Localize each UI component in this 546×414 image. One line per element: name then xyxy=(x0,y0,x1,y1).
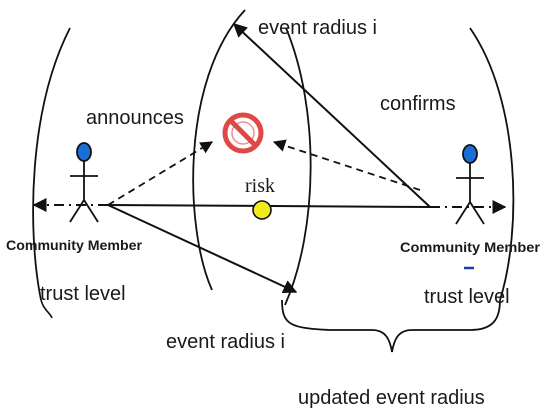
risk-label: risk xyxy=(245,175,275,197)
trust-level-right-label: trust level xyxy=(424,286,510,308)
prohibited-sign-icon xyxy=(222,112,264,154)
announces-label: announces xyxy=(86,107,184,129)
trust-level-left-label: trust level xyxy=(40,283,126,305)
right-trust-boundary xyxy=(469,27,515,301)
updated-radius-brace xyxy=(281,299,501,353)
announces-arrow xyxy=(107,141,214,206)
member-right-label: Community Member xyxy=(400,239,541,255)
confirm-line-to-top xyxy=(232,23,431,208)
event-radius-bottom-label: event radius i xyxy=(166,331,285,353)
confirms-arrow xyxy=(272,139,421,191)
risk-point-icon xyxy=(252,200,272,220)
event-radius-arc-right xyxy=(284,27,312,306)
left-trust-boundary-lower xyxy=(39,294,53,319)
member-left-label: Community Member xyxy=(6,237,143,253)
left-trust-boundary xyxy=(32,27,71,296)
right-stick-figure-icon xyxy=(455,144,485,225)
left-stick-figure-icon xyxy=(69,142,99,223)
confirms-label: confirms xyxy=(380,93,456,115)
event-radius-top-label: event radius i xyxy=(258,17,377,39)
announce-line-to-bottom xyxy=(107,204,298,294)
updated-event-radius-label: updated event radius xyxy=(298,387,485,409)
